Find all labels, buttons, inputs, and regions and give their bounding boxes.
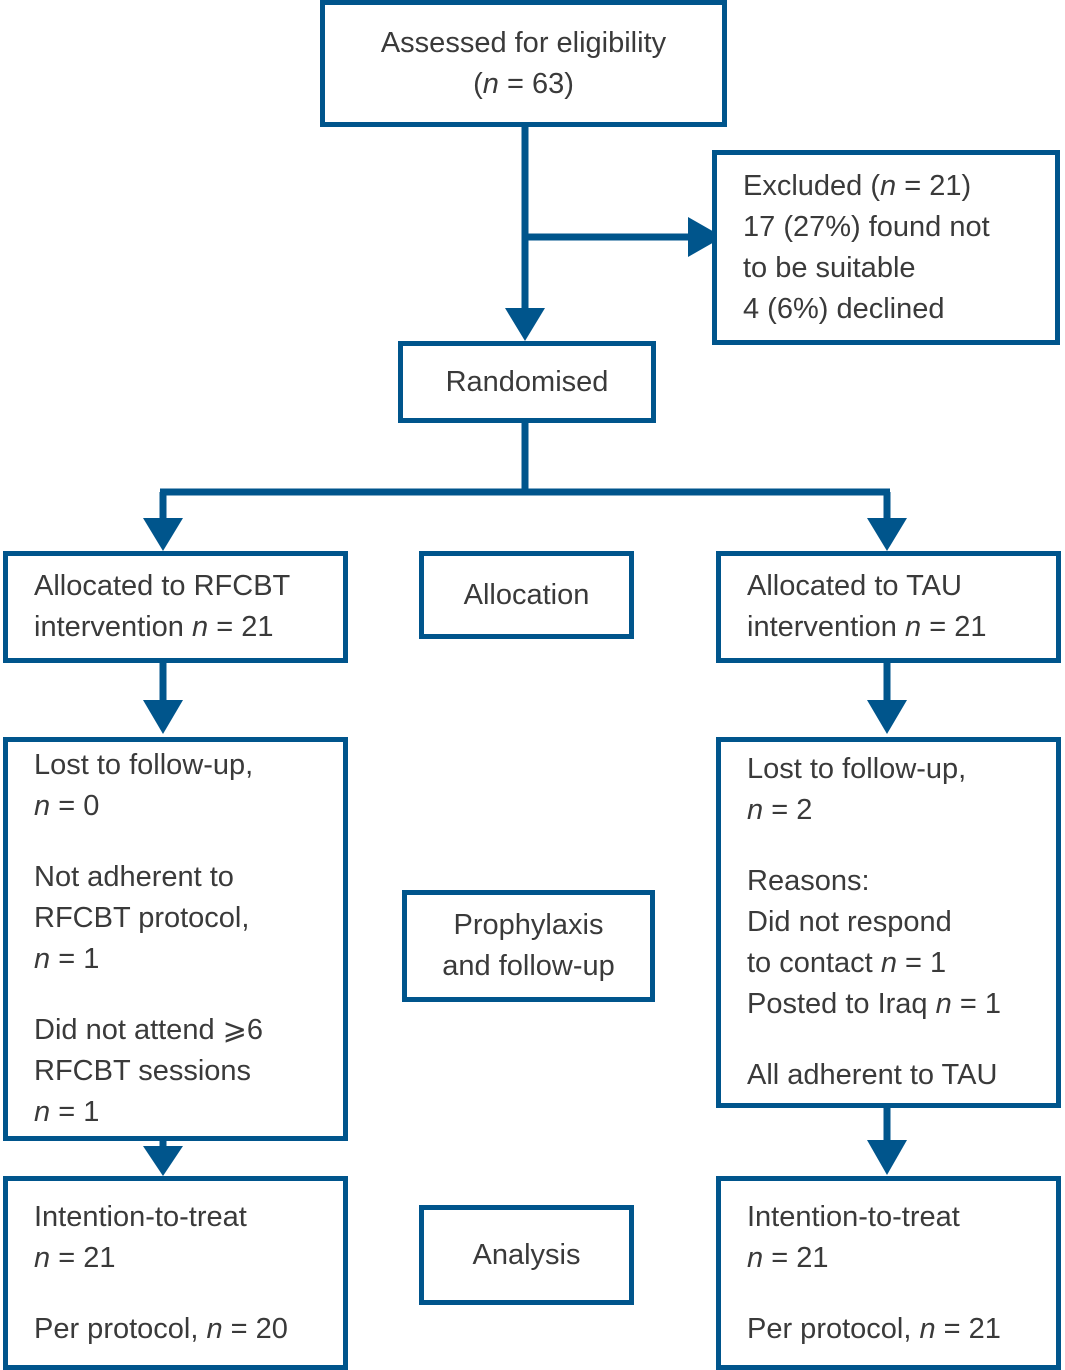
box-stage-prophylaxis: Prophylaxis and follow-up — [402, 890, 655, 1002]
box-analysis-rfcbt: Intention-to-treat n = 21 Per protocol, … — [3, 1176, 348, 1370]
arrowhead-to-tau-allocation — [867, 518, 907, 551]
rfcbt-followup-line-3: Not adherent to — [34, 861, 234, 893]
excluded-line-3: to be suitable — [743, 251, 916, 284]
box-stage-allocation: Allocation — [419, 551, 634, 639]
tau-followup-line-6: Posted to Iraq n = 1 — [747, 988, 1001, 1020]
excluded-line-2: 17 (27%) found not — [743, 210, 990, 243]
assessed-line-1: Assessed for eligibility — [380, 26, 667, 59]
rfcbt-followup-line-8: n = 1 — [34, 1096, 100, 1128]
stage-allocation-label: Allocation — [463, 578, 590, 611]
box-analysis-tau: Intention-to-treat n = 21 Per protocol, … — [716, 1176, 1061, 1370]
rfcbt-followup-line-2: n = 0 — [34, 790, 100, 822]
tau-allocated-line-2: intervention n = 21 — [747, 611, 987, 643]
assessed-line-2: (n = 63) — [473, 67, 574, 100]
box-randomised: Randomised — [398, 341, 656, 423]
rfcbt-analysis-line-3: Per protocol, n = 20 — [34, 1312, 288, 1345]
rfcbt-analysis-line-2: n = 21 — [34, 1241, 116, 1274]
box-followup-tau: Lost to follow-up, n = 2 Reasons: Did no… — [716, 737, 1061, 1108]
tau-followup-line-3: Reasons: — [747, 865, 870, 897]
tau-followup-line-7: All adherent to TAU — [747, 1059, 998, 1091]
stage-prophylaxis-line-2: and follow-up — [442, 950, 615, 982]
tau-analysis-line-1: Intention-to-treat — [747, 1200, 960, 1233]
randomised-label: Randomised — [445, 365, 609, 398]
rfcbt-allocated-line-1: Allocated to RFCBT — [34, 570, 291, 602]
box-assessed-for-eligibility: Assessed for eligibility (n = 63) — [320, 0, 727, 127]
rfcbt-followup-line-6: Did not attend ⩾6 — [34, 1014, 264, 1046]
arrowhead-to-randomised — [505, 308, 545, 341]
tau-followup-line-1: Lost to follow-up, — [747, 753, 967, 785]
tau-analysis-line-2: n = 21 — [747, 1241, 829, 1274]
box-stage-analysis: Analysis — [419, 1205, 634, 1305]
arrowhead-tau-followup — [867, 700, 907, 734]
box-excluded: Excluded (n = 21) 17 (27%) found not to … — [712, 150, 1060, 345]
box-allocated-rfcbt: Allocated to RFCBT intervention n = 21 — [3, 551, 348, 663]
rfcbt-allocated-line-2: intervention n = 21 — [34, 611, 274, 643]
rfcbt-followup-line-4: RFCBT protocol, — [34, 902, 250, 934]
tau-followup-line-2: n = 2 — [747, 794, 813, 826]
stage-prophylaxis-line-1: Prophylaxis — [453, 909, 604, 941]
rfcbt-followup-line-7: RFCBT sessions — [34, 1055, 252, 1087]
box-followup-rfcbt: Lost to follow-up, n = 0 Not adherent to… — [3, 737, 348, 1141]
tau-followup-line-4: Did not respond — [747, 906, 952, 938]
excluded-line-4: 4 (6%) declined — [743, 292, 945, 325]
rfcbt-analysis-line-1: Intention-to-treat — [34, 1200, 247, 1233]
arrowhead-rfcbt-followup — [143, 700, 183, 734]
arrowhead-tau-analysis — [867, 1140, 907, 1175]
rfcbt-followup-line-1: Lost to follow-up, — [34, 749, 254, 781]
tau-followup-line-5: to contact n = 1 — [747, 947, 947, 979]
arrowhead-rfcbt-analysis — [143, 1146, 183, 1176]
arrowhead-to-rfcbt-allocation — [143, 518, 183, 551]
rfcbt-followup-line-5: n = 1 — [34, 943, 100, 975]
tau-allocated-line-1: Allocated to TAU — [747, 570, 962, 602]
stage-analysis-label: Analysis — [472, 1238, 581, 1271]
excluded-line-1: Excluded (n = 21) — [743, 169, 972, 202]
box-allocated-tau: Allocated to TAU intervention n = 21 — [716, 551, 1061, 663]
tau-analysis-line-3: Per protocol, n = 21 — [747, 1312, 1001, 1345]
